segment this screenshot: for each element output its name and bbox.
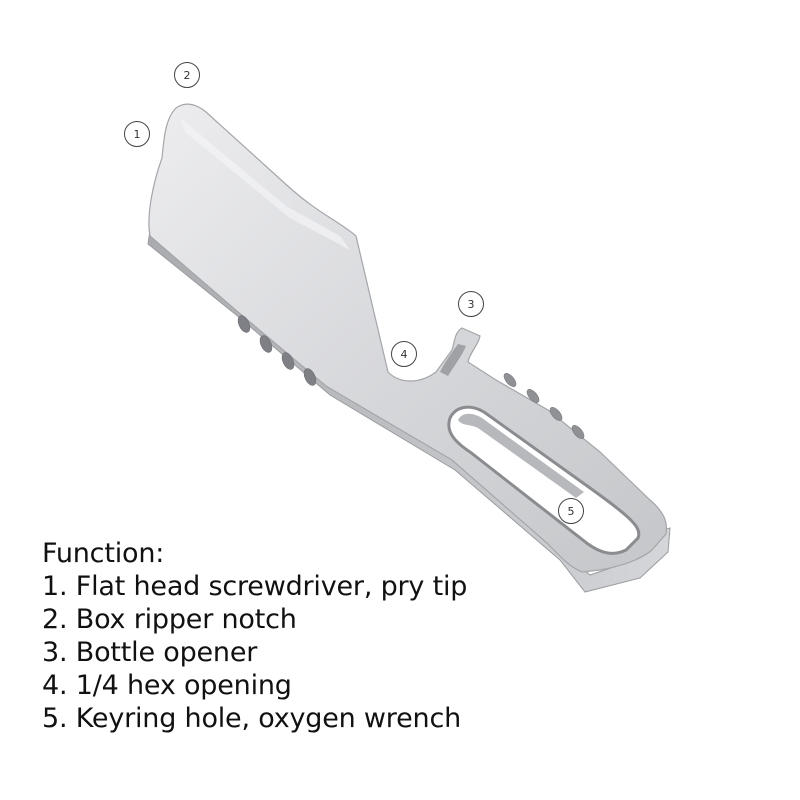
handle-grip-notches xyxy=(503,373,585,439)
function-item-2: 2. Box ripper notch xyxy=(42,604,297,635)
callout-marker-4: 4 xyxy=(391,341,417,367)
function-item-3: 3. Bottle opener xyxy=(42,637,258,668)
function-heading: Function: xyxy=(42,538,165,569)
callout-marker-1: 1 xyxy=(124,121,150,147)
function-item-4: 4. 1/4 hex opening xyxy=(42,670,292,701)
function-item-1: 1. Flat head screwdriver, pry tip xyxy=(42,571,468,602)
blade-grip-notches xyxy=(237,315,317,386)
callout-marker-2: 2 xyxy=(174,62,200,88)
keyring-slot xyxy=(447,405,641,555)
blade-highlight xyxy=(180,118,350,250)
callout-marker-5: 5 xyxy=(558,498,584,524)
function-item-5: 5. Keyring hole, oxygen wrench xyxy=(42,703,461,734)
bottle-opener-notch xyxy=(440,344,466,376)
callout-marker-3: 3 xyxy=(458,291,484,317)
keyring-slot-inner-wall xyxy=(458,413,584,498)
function-list: Function: 1. Flat head screwdriver, pry … xyxy=(42,537,467,735)
